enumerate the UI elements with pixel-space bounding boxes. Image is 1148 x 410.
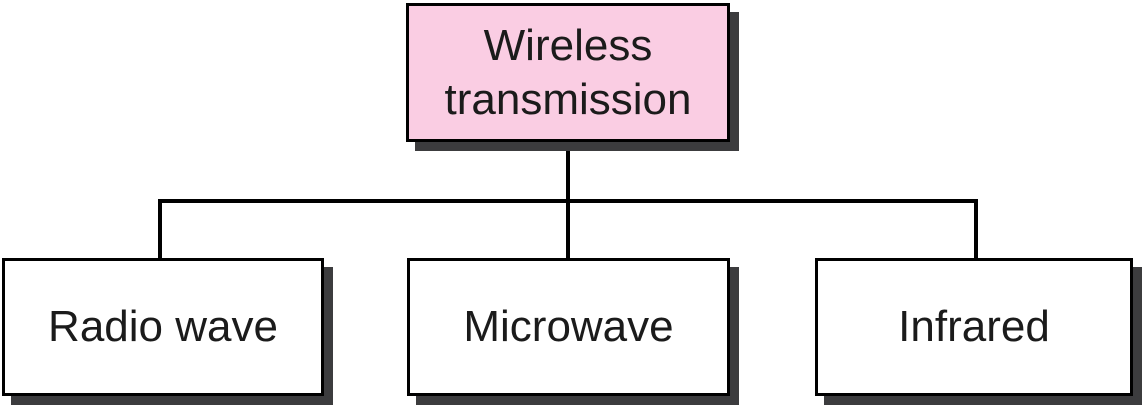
node-radio-wave: Radio wave [2, 258, 324, 396]
node-microwave: Microwave [407, 258, 730, 396]
connector-drop-radio-wave [158, 199, 162, 259]
node-radio-wave-label: Radio wave [48, 302, 278, 352]
connector-drop-microwave [566, 199, 570, 259]
node-microwave-label: Microwave [463, 302, 674, 352]
node-wireless-transmission: Wireless transmission [406, 3, 730, 142]
node-wireless-transmission-label: Wireless transmission [444, 20, 692, 124]
connector-drop-infrared [974, 199, 978, 259]
connector-root-vertical [566, 140, 570, 203]
node-infrared-label: Infrared [898, 302, 1050, 352]
node-infrared: Infrared [815, 258, 1133, 396]
